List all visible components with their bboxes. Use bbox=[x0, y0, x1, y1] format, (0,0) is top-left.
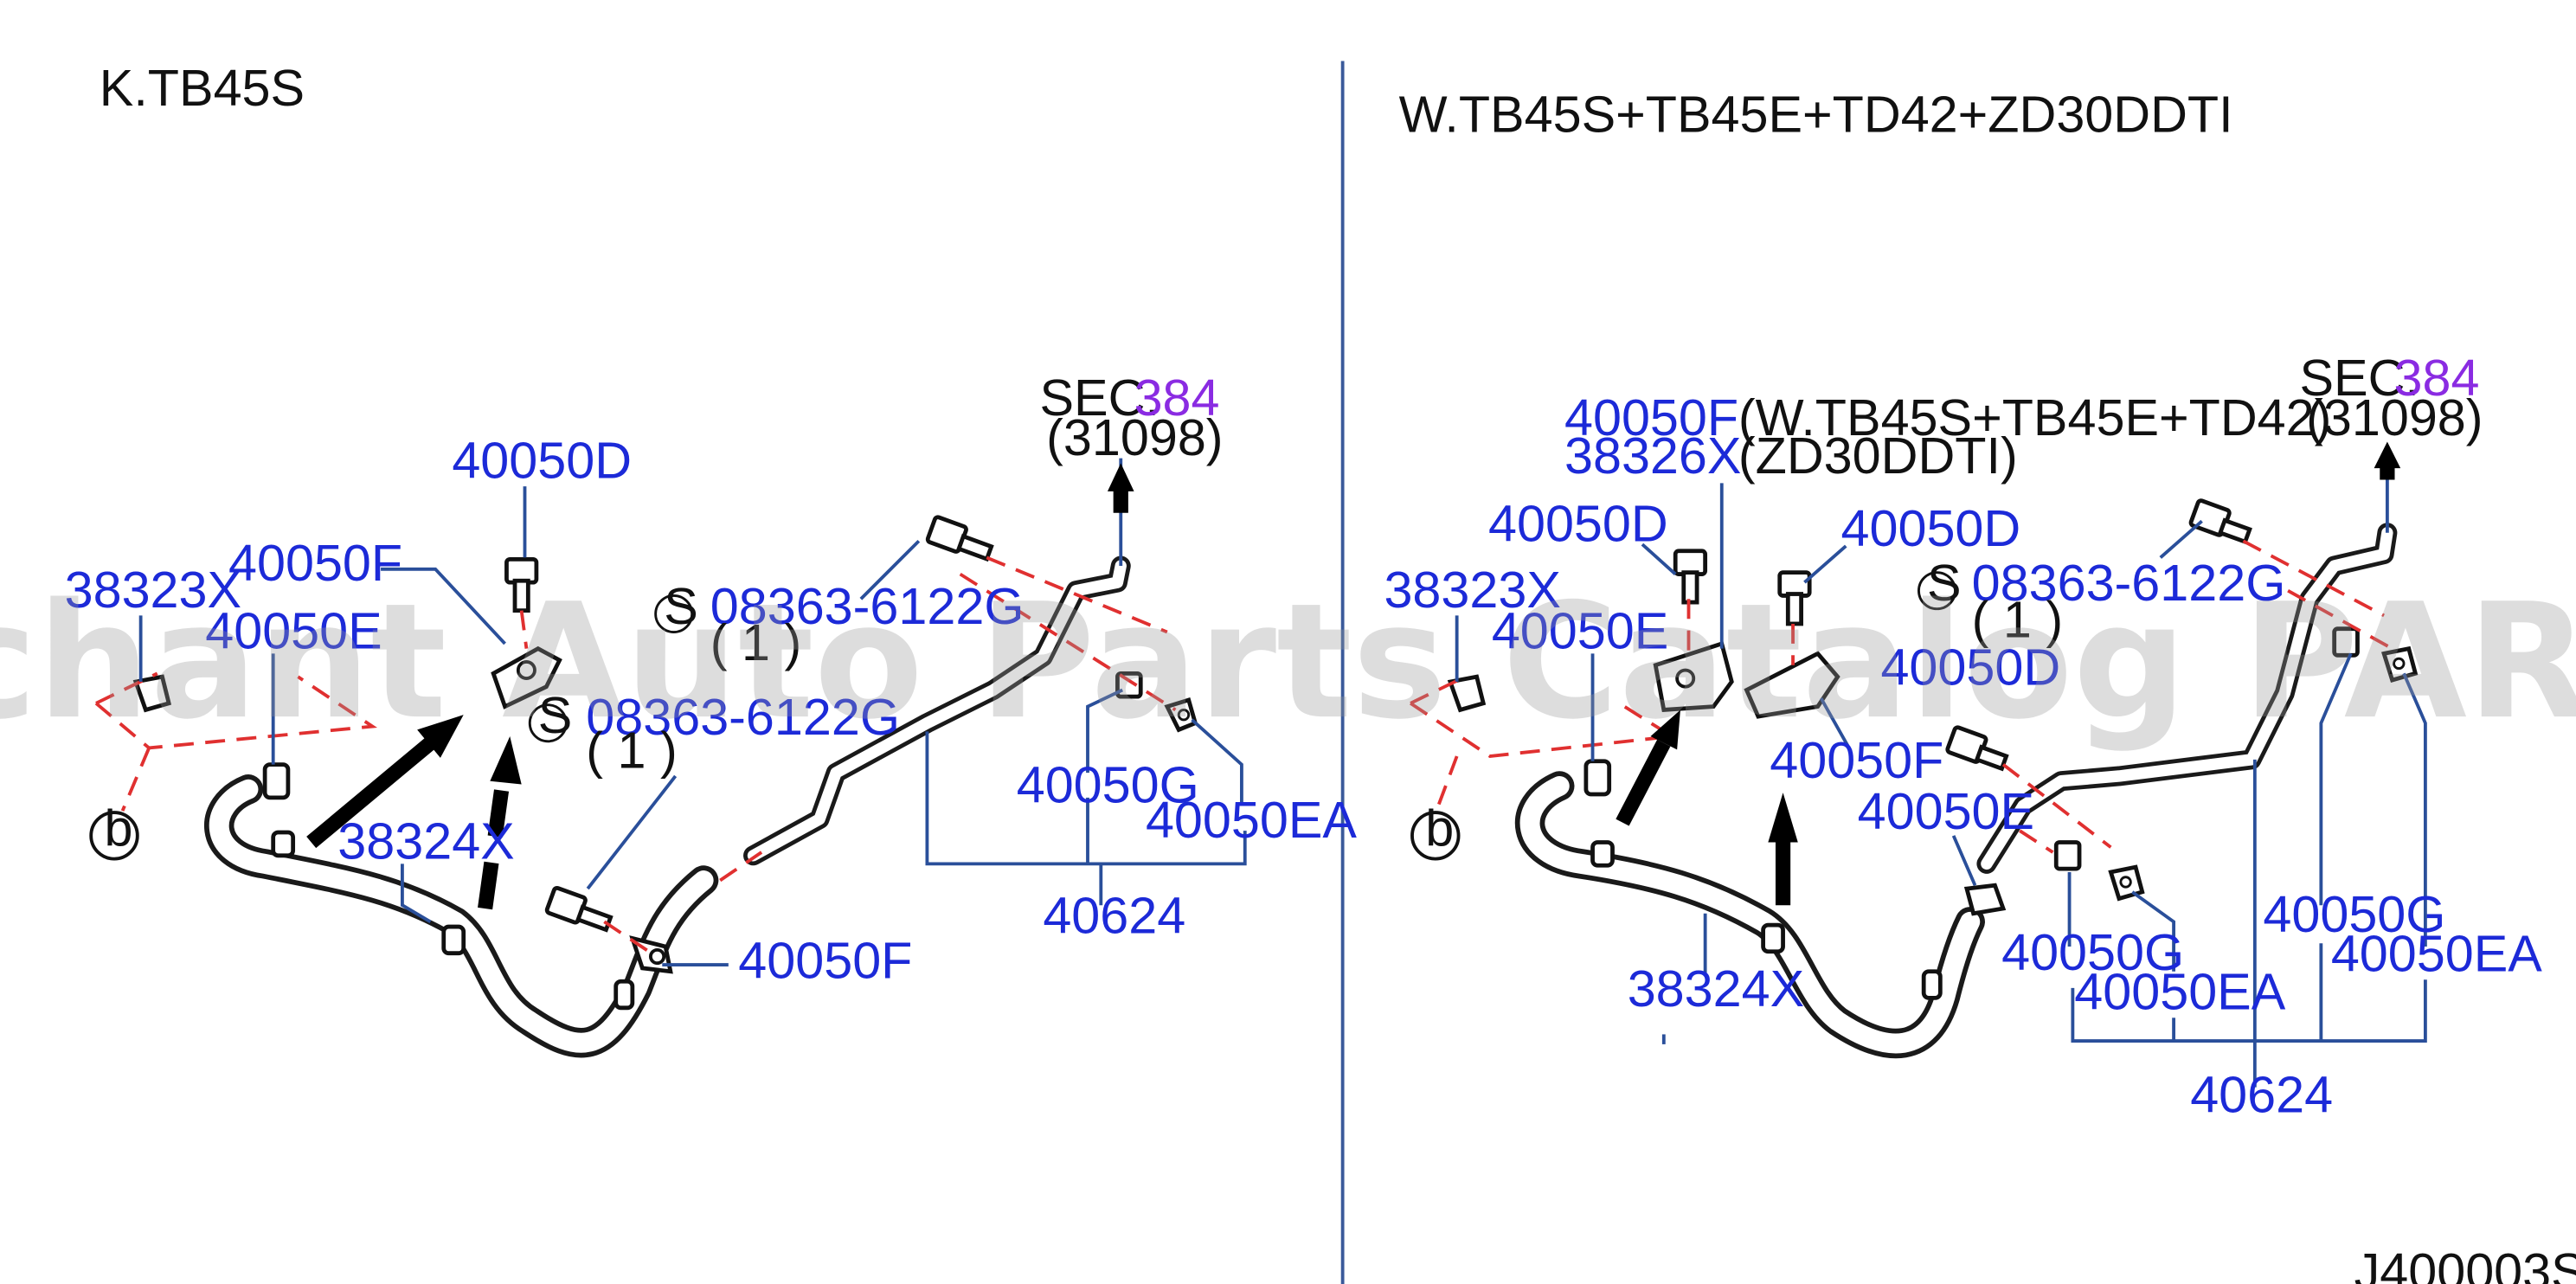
left-dashed-guides bbox=[94, 555, 1177, 957]
left-bolt1-symbol-circle bbox=[654, 594, 694, 633]
left-bolt-2 bbox=[544, 885, 613, 933]
right-part-40624[interactable]: 40624 bbox=[2190, 1065, 2333, 1123]
left-part-40050E[interactable]: 40050E bbox=[205, 602, 382, 660]
figure-id: J400003S bbox=[2354, 1242, 2576, 1284]
left-bolt1-symbol: S bbox=[664, 577, 698, 635]
left-bolt2-symbol-circle bbox=[528, 703, 568, 743]
left-arrows bbox=[306, 463, 1134, 910]
right-clip-38323X bbox=[1447, 674, 1487, 713]
right-arrows bbox=[1616, 441, 2401, 906]
right-part-40050F-mid[interactable]: 40050F bbox=[1770, 731, 1943, 789]
left-bolt2-qty: ( 1 ) bbox=[586, 721, 677, 779]
left-sec-label: SEC. bbox=[1040, 369, 1160, 427]
right-clip-upper-40050G bbox=[2332, 626, 2419, 683]
right-bolt-symbol-circle bbox=[1918, 571, 1956, 611]
left-panel: K.TB45S bbox=[65, 59, 1357, 1058]
right-panel: W.TB45S+TB45E+TD42+ZD30DDTI bbox=[1384, 86, 2542, 1124]
right-part-40050E-left[interactable]: 40050E bbox=[1492, 602, 1668, 660]
right-bolt-qty: ( 1 ) bbox=[1972, 590, 2063, 648]
right-leaders bbox=[1455, 458, 2427, 1088]
right-clip-40050E-left bbox=[1584, 759, 1615, 868]
right-model-title: W.TB45S+TB45E+TD42+ZD30DDTI bbox=[1399, 86, 2233, 144]
left-bolt2-part[interactable]: 08363-6122G bbox=[586, 688, 900, 746]
right-ref-b: b bbox=[1425, 799, 1454, 857]
right-bolt-40050D-left bbox=[1673, 549, 1708, 605]
left-part-40050F-top[interactable]: 40050F bbox=[228, 534, 402, 592]
right-part-40050D-left[interactable]: 40050D bbox=[1488, 494, 1668, 552]
right-bolt-1 bbox=[2188, 498, 2252, 545]
left-part-40050EA[interactable]: 40050EA bbox=[1146, 791, 1357, 849]
right-bolt-symbol: S bbox=[1927, 554, 1962, 612]
right-variant-2: (ZD30DDTI) bbox=[1738, 427, 2018, 485]
right-sec-number[interactable]: 384 bbox=[2394, 349, 2480, 407]
left-part-38324X[interactable]: 38324X bbox=[337, 812, 514, 870]
left-leaders bbox=[138, 458, 1247, 966]
right-bolt-part[interactable]: 08363-6122G bbox=[1972, 554, 2286, 612]
left-part-40624[interactable]: 40624 bbox=[1043, 887, 1185, 945]
left-clip-40050E bbox=[262, 762, 296, 858]
right-part-40050G-low[interactable]: 40050G bbox=[2001, 923, 2184, 981]
right-part-40050E-mid[interactable]: 40050E bbox=[1858, 782, 2034, 840]
right-sec-ref: (31098) bbox=[2306, 388, 2483, 446]
right-bracket-38326X bbox=[1744, 651, 1840, 719]
right-clip-40050E-mid bbox=[1963, 883, 2007, 916]
left-bolt-40050D bbox=[504, 556, 539, 613]
left-pipe bbox=[204, 555, 1131, 1058]
right-part-40050EA-right[interactable]: 40050EA bbox=[2331, 925, 2542, 983]
left-ref-circle bbox=[89, 811, 139, 861]
right-bolt-40050D-mid bbox=[1945, 725, 2009, 772]
left-bolt1-part[interactable]: 08363-6122G bbox=[710, 577, 1025, 635]
left-model-title: K.TB45S bbox=[100, 59, 305, 117]
right-part-40050G-right[interactable]: 40050G bbox=[2263, 885, 2445, 943]
right-part-40050D-mid[interactable]: 40050D bbox=[1880, 639, 2060, 697]
left-part-40050G[interactable]: 40050G bbox=[1017, 756, 1199, 814]
left-part-40050D[interactable]: 40050D bbox=[452, 432, 632, 490]
right-part-40050EA-low[interactable]: 40050EA bbox=[2074, 963, 2285, 1021]
left-clip-bottom bbox=[441, 924, 673, 1011]
right-part-38323X[interactable]: 38323X bbox=[1384, 561, 1560, 619]
left-sec-ref: (31098) bbox=[1046, 408, 1223, 466]
right-bracket-40050F bbox=[1653, 640, 1734, 712]
right-part-40050F-top[interactable]: 40050F bbox=[1564, 388, 1738, 446]
right-ref-circle bbox=[1410, 811, 1461, 861]
right-sec-label: SEC. bbox=[2299, 349, 2419, 407]
left-clip-40050F-top bbox=[491, 645, 562, 709]
right-bolt-40050D-right bbox=[1777, 570, 1812, 626]
left-part-40050F-bottom[interactable]: 40050F bbox=[738, 931, 912, 989]
right-part-38324X[interactable]: 38324X bbox=[1628, 960, 1804, 1018]
right-clip-lower-40050G bbox=[2053, 840, 2145, 902]
left-bolt1-qty: ( 1 ) bbox=[710, 613, 801, 671]
left-bolt-1 bbox=[925, 515, 994, 562]
left-clip-38323X bbox=[132, 674, 172, 713]
left-sec-number[interactable]: 384 bbox=[1134, 369, 1220, 427]
right-clip-bottom bbox=[1761, 922, 1943, 1000]
left-ref-b: b bbox=[105, 799, 133, 857]
right-variant-1: (W.TB45S+TB45E+TD42) bbox=[1738, 388, 2331, 446]
right-part-40050D-right[interactable]: 40050D bbox=[1841, 499, 2021, 557]
watermark: Offers Merchant Auto Parts Catalog PARTS… bbox=[0, 570, 2576, 754]
right-part-38326X[interactable]: 38326X bbox=[1564, 427, 1741, 485]
left-bolt2-symbol: S bbox=[538, 686, 573, 744]
left-part-38323X[interactable]: 38323X bbox=[65, 561, 241, 619]
